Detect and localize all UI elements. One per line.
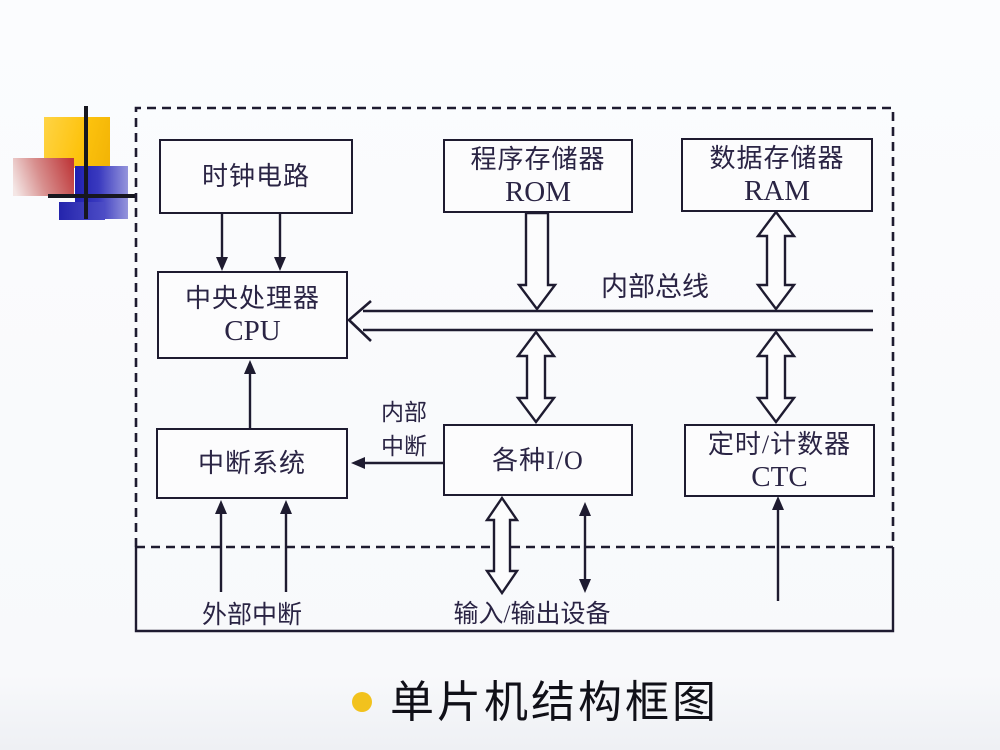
box-rom-label-cn: 程序存储器	[470, 145, 606, 174]
logo-blue-small-square	[59, 202, 105, 220]
box-various-io-label: 各种I/O	[492, 445, 584, 475]
logo-horizontal-line	[48, 194, 137, 198]
box-ctc-label-cn: 定时/计数器	[707, 429, 852, 459]
io-devices-label: 输入/输出设备	[453, 601, 611, 628]
box-ctc-label-en: CTC	[751, 460, 808, 493]
arrow-clock-to-cpu-left	[216, 214, 228, 271]
box-cpu-label-cn: 中央处理器	[184, 284, 320, 313]
internal-bus-label: 内部总线	[601, 272, 709, 302]
box-cpu: 中央处理器 CPU	[157, 271, 348, 359]
arrow-bus-ctc-bidirectional	[755, 330, 797, 424]
box-data-memory-ram: 数据存储器 RAM	[681, 138, 873, 212]
slide-caption: 单片机结构框图	[352, 666, 719, 730]
box-clock-circuit-label: 时钟电路	[201, 162, 310, 191]
box-ram-label-en: RAM	[743, 175, 811, 207]
caption-title: 单片机结构框图	[390, 678, 719, 727]
box-timer-counter-ctc: 定时/计数器 CTC	[684, 424, 875, 497]
box-ram-label-cn: 数据存储器	[709, 144, 845, 173]
box-interrupt-system-label: 中断系统	[197, 449, 306, 478]
arrow-external-interrupt-right	[280, 500, 292, 592]
internal-interrupt-label-line1: 内部	[381, 400, 427, 425]
external-interrupt-label: 外部中断	[201, 602, 302, 629]
box-clock-circuit: 时钟电路	[159, 139, 353, 214]
arrow-rom-to-bus	[516, 211, 558, 311]
arrow-io-devices-thin-bidirectional	[579, 502, 591, 593]
chip-boundary-dashed	[134, 106, 895, 547]
caption-bullet-icon	[352, 692, 372, 712]
outer-frame-solid	[134, 547, 895, 633]
arrow-interrupt-to-cpu	[244, 360, 256, 428]
internal-bus-arrow	[347, 300, 873, 342]
logo-vertical-line	[84, 106, 88, 219]
arrow-bus-io-bidirectional	[515, 330, 557, 424]
box-various-io: 各种I/O	[443, 424, 633, 496]
box-rom-label-en: ROM	[504, 176, 572, 208]
box-interrupt-system: 中断系统	[156, 428, 348, 499]
arrow-ram-bus-bidirectional	[755, 210, 797, 311]
box-program-memory-rom: 程序存储器 ROM	[443, 139, 633, 213]
arrow-io-devices-bidirectional	[484, 495, 520, 596]
box-cpu-label-en: CPU	[224, 315, 281, 347]
internal-interrupt-label: 内部 中断	[372, 396, 436, 464]
logo-red-square	[13, 158, 74, 196]
arrow-external-interrupt-left	[215, 500, 227, 592]
internal-interrupt-label-line2: 中断	[381, 434, 427, 459]
arrow-external-to-ctc	[772, 496, 784, 601]
arrow-io-to-interrupt	[351, 457, 443, 469]
arrow-clock-to-cpu-right	[274, 214, 286, 271]
